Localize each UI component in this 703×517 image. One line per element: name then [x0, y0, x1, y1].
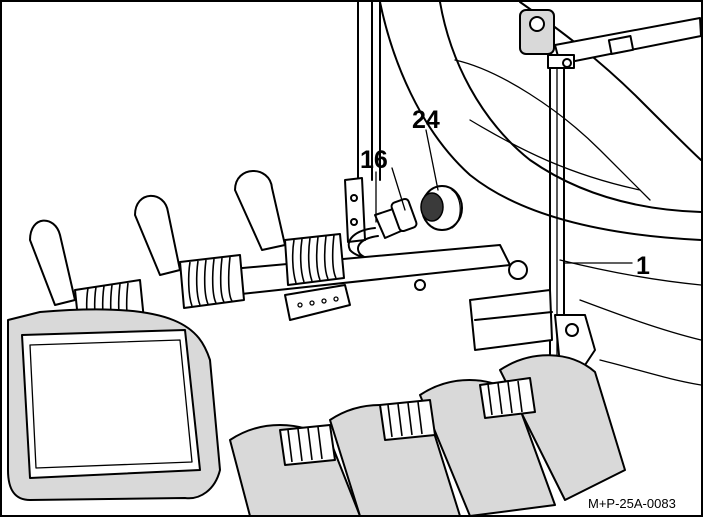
callout-16: 16 [360, 146, 388, 174]
callout-24: 24 [412, 106, 440, 134]
holding-strap [519, 9, 702, 65]
figure-code: M+P-25A-0083 [588, 496, 676, 511]
callout-1: 1 [636, 252, 650, 280]
frame-holder-arm-2 [134, 194, 245, 309]
frame-holder-arm-3 [234, 170, 345, 286]
vehicle-rear [379, 1, 702, 386]
power-socket [420, 185, 463, 231]
carrier-crossbar [219, 244, 553, 351]
callout-leaders [375, 129, 633, 264]
wheel-trays [229, 354, 626, 517]
support-bar [547, 54, 596, 366]
light-carrier [7, 308, 221, 501]
upright-bars [357, 1, 381, 181]
